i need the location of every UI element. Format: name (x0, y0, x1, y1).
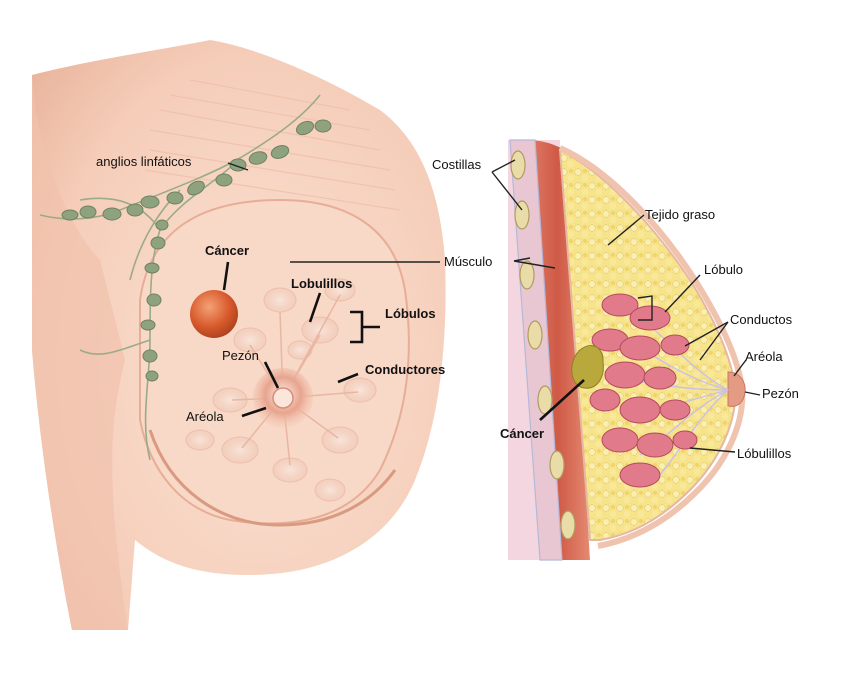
label-areola-right: Aréola (745, 349, 783, 364)
chest-muscle-striations (144, 79, 401, 211)
label-ducts-left: Conductores (365, 362, 446, 377)
label-cancer-right: Cáncer (500, 426, 545, 441)
left-nipple (272, 387, 294, 409)
arm-shadow (32, 75, 128, 630)
right-tumor (571, 345, 604, 389)
left-tumor (190, 290, 238, 338)
ribs (510, 150, 576, 540)
left-lobes (185, 278, 377, 502)
lymph-nodes (61, 119, 332, 382)
label-lobe-right: Lóbulo (704, 262, 744, 277)
breast-underside (148, 429, 397, 527)
label-ducts-right: Conductos (730, 312, 793, 327)
leader-lines (222, 159, 761, 453)
label-muscle: Músculo (444, 254, 493, 269)
label-lobes-left: Lóbulos (385, 306, 436, 321)
label-nipple-right: Pezón (762, 386, 799, 401)
label-ribs: Costillas (432, 157, 482, 172)
right-lobules (589, 293, 698, 488)
rib-wall-band (509, 139, 563, 561)
left-frontal-view (32, 40, 446, 630)
right-sagittal-view (508, 139, 746, 561)
label-fat: Tejido graso (645, 207, 716, 222)
label-cancer-left: Cáncer (205, 243, 250, 258)
label-nipple-left: Pezón (222, 348, 259, 363)
label-lobules-right: Lóbulillos (737, 446, 792, 461)
label-lobules-left: Lobulillos (291, 276, 353, 291)
label-areola-left: Aréola (186, 409, 224, 424)
label-lymph-nodes: anglios linfáticos (96, 154, 192, 169)
